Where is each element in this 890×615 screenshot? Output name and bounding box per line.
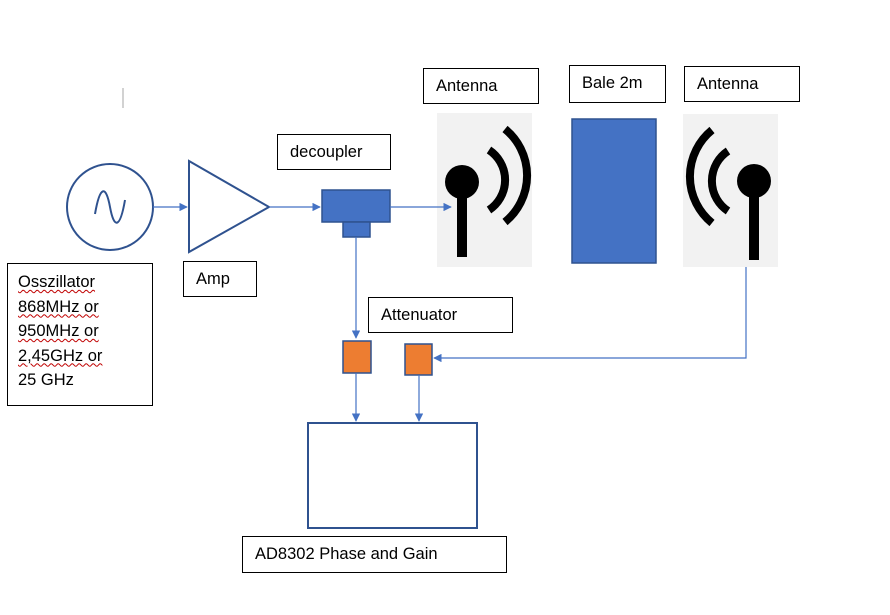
bale-block xyxy=(571,118,657,264)
label-decoupler: decoupler xyxy=(277,134,391,170)
oscillator-line-4: 2,45GHz or xyxy=(18,346,103,365)
label-decoupler-text: decoupler xyxy=(290,143,363,161)
label-antenna-tx: Antenna xyxy=(423,68,539,104)
oscillator-line-5: 25 GHz xyxy=(18,371,74,389)
label-antenna-rx: Antenna xyxy=(684,66,800,102)
label-detector: AD8302 Phase and Gain xyxy=(242,536,507,573)
decoupler-icon xyxy=(321,189,391,238)
detector-block xyxy=(307,422,478,529)
label-oscillator: Osszillator 868MHz or 950MHz or 2,45GHz … xyxy=(7,263,153,406)
antenna-tx-icon xyxy=(437,113,532,267)
oscillator-icon xyxy=(66,163,154,251)
label-bale-text: Bale 2m xyxy=(582,74,643,92)
amplifier-icon xyxy=(188,159,272,254)
label-attenuator: Attenuator xyxy=(368,297,513,333)
signal-connectors xyxy=(153,202,747,422)
label-detector-text: AD8302 Phase and Gain xyxy=(255,545,438,563)
oscillator-line-1: Osszillator xyxy=(18,273,96,291)
oscillator-line-3: 950MHz or xyxy=(18,322,99,340)
oscillator-line-2: 868MHz or xyxy=(18,297,99,316)
label-antenna-rx-text: Antenna xyxy=(697,75,759,93)
attenuator-1 xyxy=(342,340,372,374)
label-antenna-tx-text: Antenna xyxy=(436,77,498,95)
attenuator-2 xyxy=(404,343,433,376)
antenna-rx-icon xyxy=(683,114,778,267)
label-attenuator-text: Attenuator xyxy=(381,306,458,324)
label-amp-text: Amp xyxy=(196,270,230,288)
label-amp: Amp xyxy=(183,261,257,297)
arrow-antenna-attenuator xyxy=(433,267,747,363)
label-bale: Bale 2m xyxy=(569,65,666,103)
